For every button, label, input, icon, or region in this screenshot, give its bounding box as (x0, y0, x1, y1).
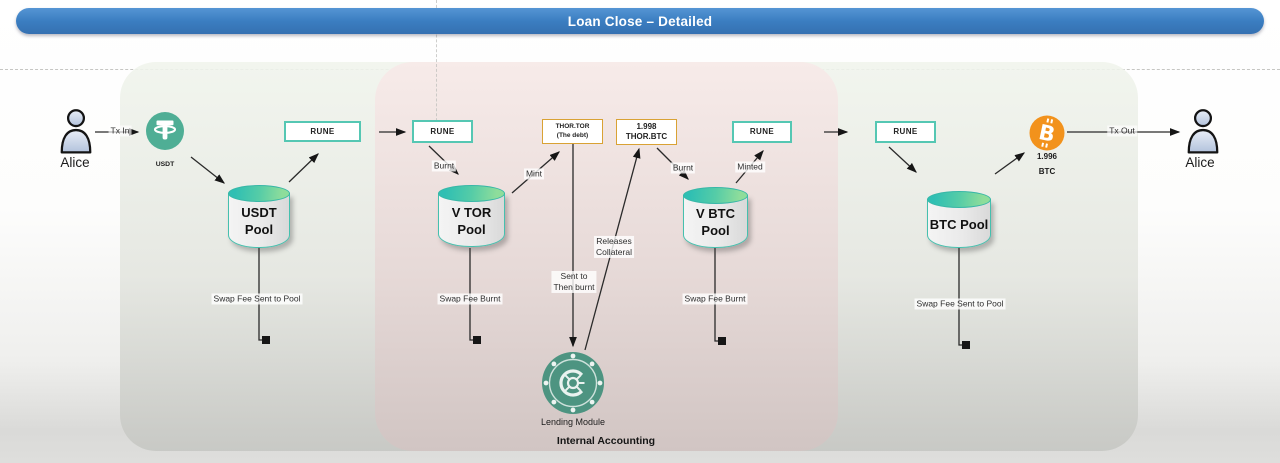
actor-label-right: Alice (1185, 155, 1215, 170)
releases-collateral-label: Releases Collateral (594, 235, 634, 259)
sent-then-burnt-label: Sent to Then burnt (551, 270, 597, 294)
vertical-guide-line (436, 0, 437, 131)
page-title: Loan Close – Detailed (567, 13, 713, 29)
terminator-square-btc (962, 341, 970, 349)
rune-box-4: RUNE (875, 121, 936, 143)
tether-caption: USDT (155, 161, 175, 168)
edge-swapfee-btc (958, 248, 962, 346)
tx-in-label: Tx In (108, 125, 132, 137)
actor-alice-left (57, 108, 95, 159)
terminator-square-usdt (262, 336, 270, 344)
swap-fee-label-vbtc: Swap Fee Burnt (682, 293, 748, 305)
edge-swapfee-vtor (469, 248, 473, 341)
tether-icon (145, 111, 185, 156)
terminator-square-vbtc (718, 337, 726, 345)
cylinder-top (228, 185, 290, 202)
cylinder-top (927, 191, 991, 208)
mint-label: Mint (523, 168, 545, 180)
debt-box-line2: (The debt) (556, 131, 589, 139)
minted-label: Minted (735, 161, 765, 173)
edge-usdt-to-pool (190, 156, 226, 184)
tx-out-label: Tx Out (1107, 125, 1137, 137)
rune-box-3: RUNE (732, 121, 792, 143)
cylinder-top (683, 187, 748, 204)
rune-box-label: RUNE (749, 127, 775, 136)
actor-alice-right (1184, 108, 1222, 159)
rune-box-label: RUNE (310, 126, 335, 136)
burnt-label-right: Burnt (670, 162, 696, 174)
swap-fee-label-btc: Swap Fee Sent to Pool (914, 298, 1006, 310)
edge-swapfee-vbtc (714, 248, 718, 342)
rune-box-label: RUNE (893, 127, 918, 136)
edge-rune-to-btcpool (888, 146, 917, 173)
cylinder-top (438, 185, 505, 202)
actor-label-left: Alice (60, 155, 90, 170)
rune-box-2: RUNE (412, 120, 473, 143)
person-icon (1187, 109, 1219, 154)
collateral-box-asset: THOR.BTC (625, 132, 668, 141)
swap-fee-label-vtor: Swap Fee Burnt (437, 293, 503, 305)
terminator-square-vtor (473, 336, 481, 344)
rune-box-1: RUNE (284, 121, 361, 142)
thor-btc-collateral-box: 1.998 THOR.BTC (616, 119, 677, 145)
title-bar: Loan Close – Detailed (16, 8, 1264, 34)
bitcoin-icon: B (1029, 115, 1065, 156)
bitcoin-unit: BTC (1038, 167, 1056, 176)
collateral-box-amount: 1.998 (636, 122, 657, 131)
bitcoin-amount: 1.996 (1036, 152, 1058, 161)
edge-usdtpool-to-rune (288, 153, 319, 183)
rune-box-label: RUNE (430, 126, 455, 136)
lending-module-icon (540, 350, 606, 421)
cylinder-body (228, 193, 290, 248)
thor-tor-debt-box: THOR.TOR (The debt) (542, 119, 603, 144)
pool-name: BTC Pool (929, 216, 989, 232)
person-icon (60, 109, 92, 154)
edge-swapfee-usdt (258, 248, 262, 341)
swap-fee-label-usdt: Swap Fee Sent to Pool (211, 293, 303, 305)
btc-pool-cylinder: BTC Pool (927, 191, 991, 248)
internal-accounting-label: Internal Accounting (556, 435, 656, 447)
bitcoin-glyph: B (1037, 120, 1058, 147)
debt-box-line1: THOR.TOR (555, 123, 590, 131)
burnt-label-left: Burnt (431, 160, 457, 172)
lending-module-label: Lending Module (540, 417, 606, 427)
edge-btcpool-to-btc (994, 152, 1026, 175)
